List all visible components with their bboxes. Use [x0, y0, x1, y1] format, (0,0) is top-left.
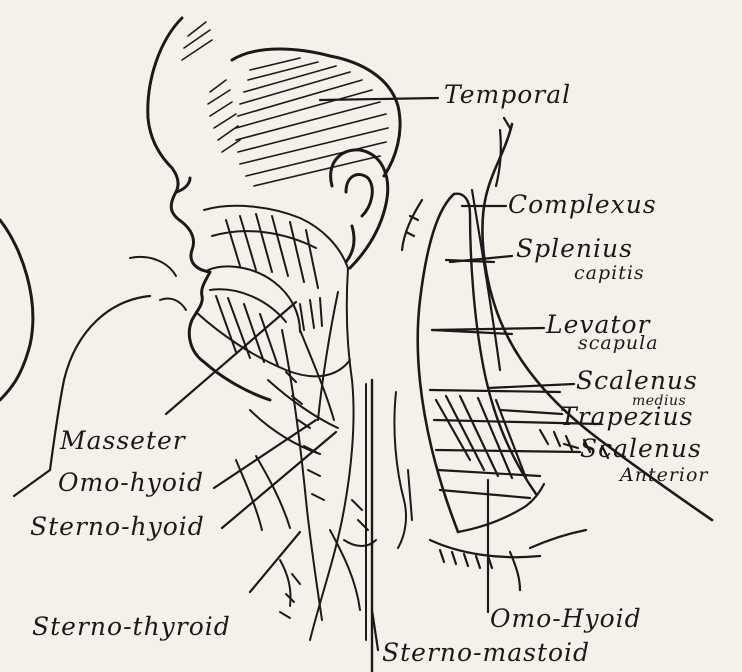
hair-hatching — [182, 22, 388, 186]
label-splenius: Splenius — [516, 236, 633, 261]
label-complexus: Complexus — [508, 192, 657, 217]
neck-structures — [236, 268, 412, 672]
label-splenius-capitis: capitis — [574, 264, 645, 283]
shoulder-muscles — [402, 118, 712, 590]
label-masseter: Masseter — [60, 428, 186, 453]
label-omo-hyoid-right: Omo-Hyoid — [490, 606, 642, 631]
label-temporal: Temporal — [444, 82, 571, 107]
label-scalenus-anterior-sub: Anterior — [620, 466, 709, 485]
label-sterno-thyroid: Sterno-thyroid — [32, 614, 231, 639]
label-levator-scapula: scapula — [578, 334, 659, 353]
label-omo-hyoid-left: Omo-hyoid — [58, 470, 204, 495]
label-sterno-mastoid: Sterno-mastoid — [382, 640, 590, 665]
label-scalenus-medius: Scalenus — [576, 368, 698, 393]
label-scalenus-anterior: Scalenus — [580, 436, 702, 461]
adjacent-figure-outline — [0, 220, 33, 400]
label-sterno-hyoid: Sterno-hyoid — [30, 514, 205, 539]
label-trapezius: Trapezius — [560, 404, 693, 429]
